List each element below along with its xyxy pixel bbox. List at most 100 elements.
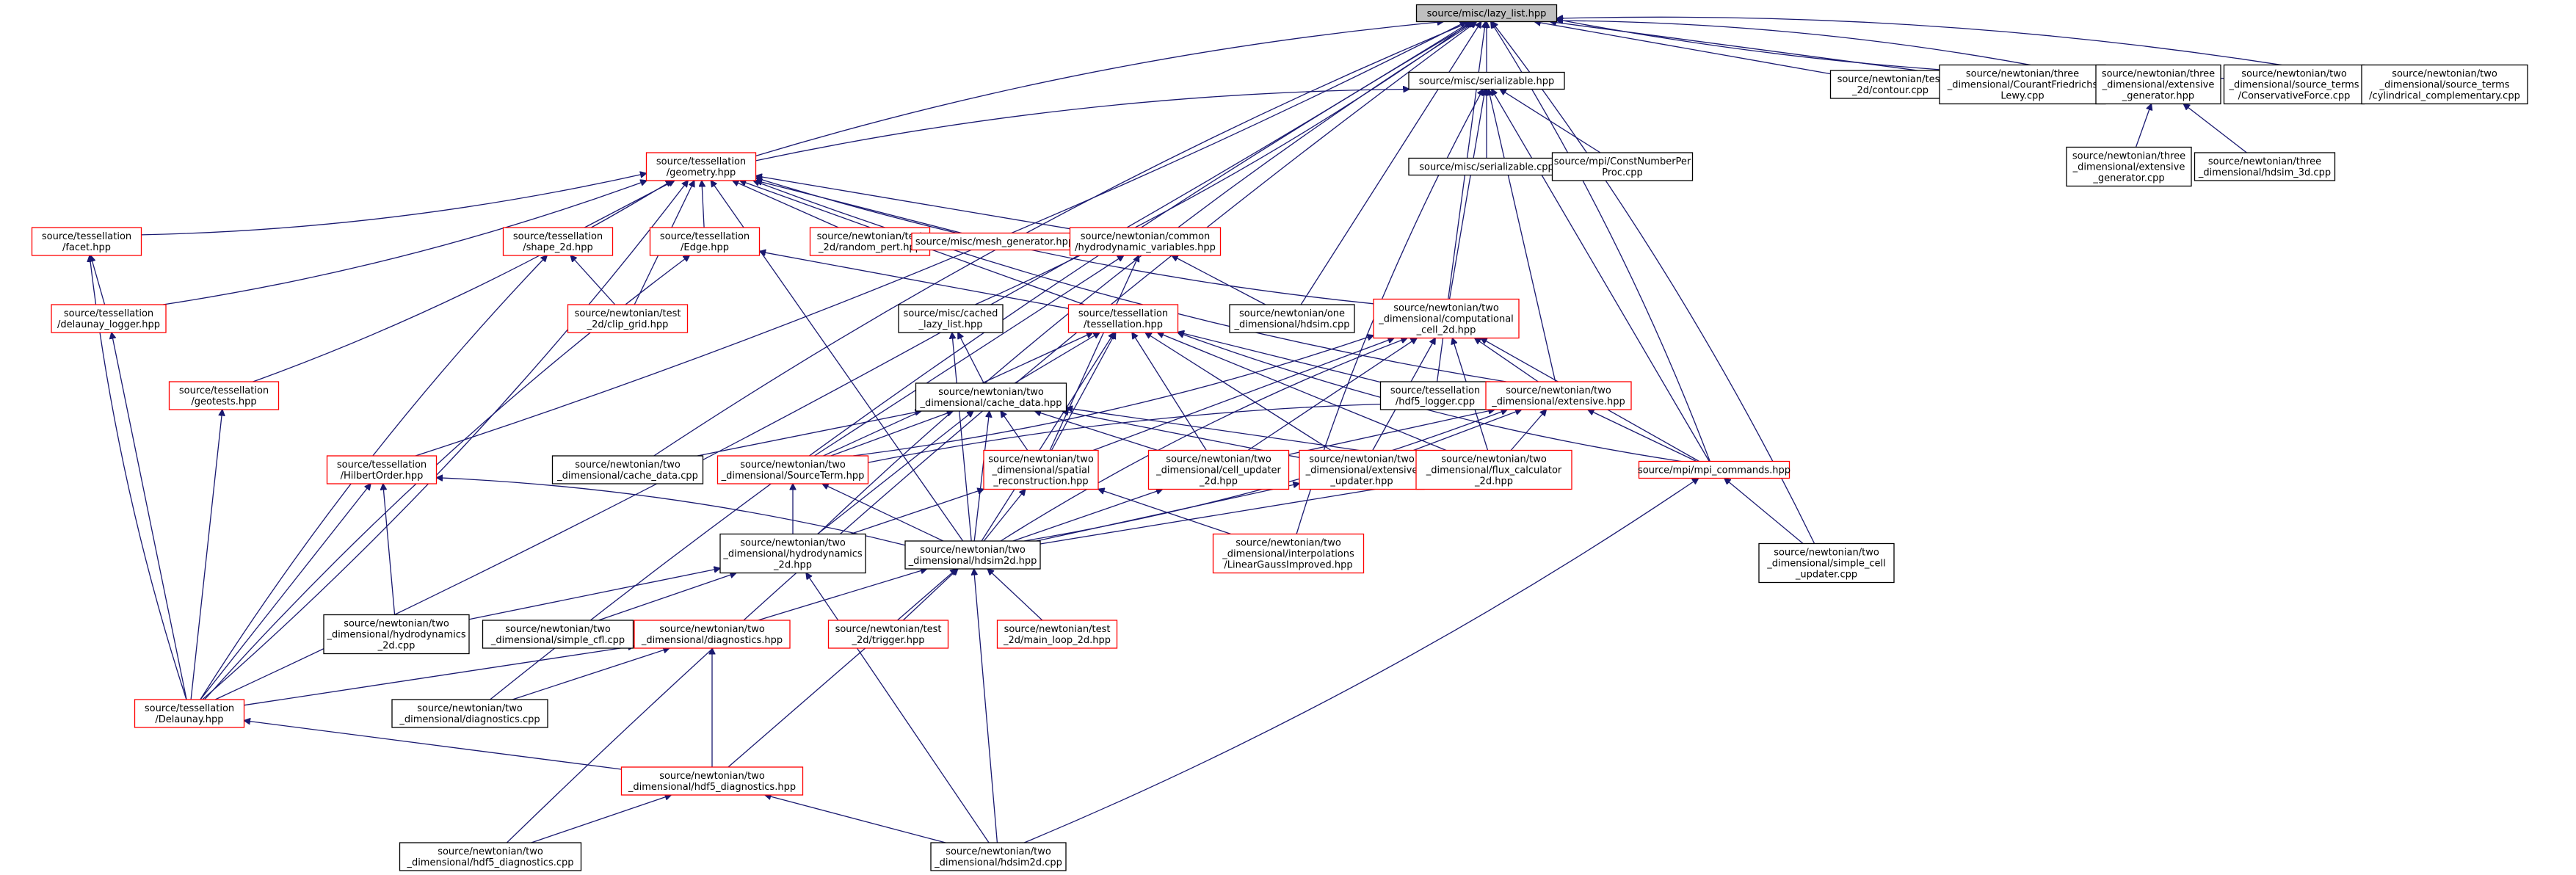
node-courant[interactable]: source/newtonian/three_dimensional/Coura… bbox=[1939, 64, 2106, 105]
node-trigger[interactable]: source/newtonian/test_2d/trigger.hpp bbox=[827, 620, 949, 649]
node-box[interactable] bbox=[326, 455, 438, 484]
node-box[interactable] bbox=[1229, 304, 1355, 333]
node-comp_cell[interactable]: source/newtonian/two_dimensional/computa… bbox=[1373, 298, 1520, 339]
node-source_term[interactable]: source/newtonian/two_dimensional/SourceT… bbox=[716, 455, 869, 484]
node-box[interactable] bbox=[1939, 64, 2106, 105]
node-box[interactable] bbox=[1638, 460, 1790, 479]
node-box[interactable] bbox=[898, 304, 1004, 333]
node-hdf5_logger[interactable]: source/tessellation/hdf5_logger.cpp bbox=[1379, 381, 1491, 410]
node-cell_updater[interactable]: source/newtonian/two_dimensional/cell_up… bbox=[1147, 449, 1290, 490]
node-serializable_cpp[interactable]: source/misc/serializable.cpp bbox=[1408, 157, 1565, 176]
node-mpi_commands[interactable]: source/mpi/mpi_commands.hpp bbox=[1638, 460, 1790, 479]
node-cache_data_hpp[interactable]: source/newtonian/two_dimensional/cache_d… bbox=[915, 382, 1067, 412]
node-box[interactable] bbox=[645, 152, 757, 181]
node-ext_gen_cpp[interactable]: source/newtonian/three_dimensional/exten… bbox=[2066, 146, 2192, 187]
node-extensive_hpp[interactable]: source/newtonian/two_dimensional/extensi… bbox=[1485, 381, 1632, 410]
node-box[interactable] bbox=[719, 533, 866, 574]
node-box[interactable] bbox=[620, 766, 804, 796]
node-serializable_hpp[interactable]: source/misc/serializable.hpp bbox=[1408, 71, 1565, 90]
node-box[interactable] bbox=[2223, 64, 2365, 105]
node-delaunay[interactable]: source/tessellation/Delaunay.hpp bbox=[134, 699, 245, 728]
node-box[interactable] bbox=[1829, 70, 1951, 99]
node-box[interactable] bbox=[996, 620, 1118, 649]
node-box[interactable] bbox=[809, 227, 931, 256]
node-box[interactable] bbox=[827, 620, 949, 649]
node-hdsim_1d[interactable]: source/newtonian/one_dimensional/hdsim.c… bbox=[1229, 304, 1355, 333]
node-box[interactable] bbox=[1485, 381, 1632, 410]
node-box[interactable] bbox=[1147, 449, 1290, 490]
node-tessellation[interactable]: source/tessellation/tessellation.hpp bbox=[1067, 304, 1179, 333]
node-box[interactable] bbox=[1758, 542, 1895, 584]
node-box[interactable] bbox=[2095, 64, 2221, 105]
node-box[interactable] bbox=[649, 227, 761, 256]
node-box[interactable] bbox=[482, 620, 634, 649]
node-cached_lazy[interactable]: source/misc/cached_lazy_list.hpp bbox=[898, 304, 1004, 333]
node-spatial_recon[interactable]: source/newtonian/two_dimensional/spatial… bbox=[983, 449, 1099, 490]
node-box[interactable] bbox=[168, 381, 280, 410]
node-delaunay_logger[interactable]: source/tessellation/delaunay_logger.hpp bbox=[51, 304, 167, 333]
node-box[interactable] bbox=[502, 227, 614, 256]
node-box[interactable] bbox=[1069, 227, 1222, 256]
node-box[interactable] bbox=[2194, 152, 2336, 181]
node-box[interactable] bbox=[983, 449, 1099, 490]
node-simple_cfl[interactable]: source/newtonian/two_dimensional/simple_… bbox=[482, 620, 634, 649]
node-hilbert[interactable]: source/tessellation/HilbertOrder.hpp bbox=[326, 455, 438, 484]
node-mesh_gen[interactable]: source/misc/mesh_generator.hpp bbox=[911, 232, 1078, 251]
node-box[interactable] bbox=[51, 304, 167, 333]
node-box[interactable] bbox=[716, 455, 869, 484]
node-box[interactable] bbox=[134, 699, 245, 728]
node-facet[interactable]: source/tessellation/facet.hpp bbox=[31, 227, 142, 256]
node-box[interactable] bbox=[930, 842, 1067, 871]
node-hdsim2d_cpp[interactable]: source/newtonian/two_dimensional/hdsim2d… bbox=[930, 842, 1067, 871]
node-box[interactable] bbox=[31, 227, 142, 256]
node-cache_data_cpp[interactable]: source/newtonian/two_dimensional/cache_d… bbox=[551, 455, 704, 484]
node-box[interactable] bbox=[1212, 533, 1365, 574]
node-geometry[interactable]: source/tessellation/geometry.hpp bbox=[645, 152, 757, 181]
node-main_loop[interactable]: source/newtonian/test_2d/main_loop_2d.hp… bbox=[996, 620, 1118, 649]
node-box[interactable] bbox=[1415, 4, 1558, 23]
node-hdsim2d_hpp[interactable]: source/newtonian/two_dimensional/hdsim2d… bbox=[904, 540, 1041, 570]
node-diagnostics_hpp[interactable]: source/newtonian/two_dimensional/diagnos… bbox=[634, 620, 791, 649]
edge-flux_calc-to-tessellation bbox=[1158, 333, 1447, 451]
node-box[interactable] bbox=[551, 455, 704, 484]
node-geotests[interactable]: source/tessellation/geotests.hpp bbox=[168, 381, 280, 410]
node-contour[interactable]: source/newtonian/test_2d/contour.cpp bbox=[1829, 70, 1951, 99]
node-random_pert[interactable]: source/newtonian/test_2d/random_pert.hpp bbox=[809, 227, 931, 256]
node-simple_cell[interactable]: source/newtonian/two_dimensional/simple_… bbox=[1758, 542, 1895, 584]
node-hdf5_diag_hpp[interactable]: source/newtonian/two_dimensional/hdf5_di… bbox=[620, 766, 804, 796]
node-hydro_vars[interactable]: source/newtonian/common/hydrodynamic_var… bbox=[1069, 227, 1222, 256]
node-flux_calc[interactable]: source/newtonian/two_dimensional/flux_ca… bbox=[1415, 449, 1572, 490]
node-box[interactable] bbox=[1067, 304, 1179, 333]
node-box[interactable] bbox=[399, 842, 582, 871]
node-hdsim_3d[interactable]: source/newtonian/three_dimensional/hdsim… bbox=[2194, 152, 2336, 181]
node-hydro_2d_cpp[interactable]: source/newtonian/two_dimensional/hydrody… bbox=[323, 614, 470, 655]
node-box[interactable] bbox=[634, 620, 791, 649]
node-clip_grid[interactable]: source/newtonian/test_2d/clip_grid.hpp bbox=[567, 304, 689, 333]
node-box[interactable] bbox=[1408, 71, 1565, 90]
node-box[interactable] bbox=[323, 614, 470, 655]
node-hdf5_diag_cpp[interactable]: source/newtonian/two_dimensional/hdf5_di… bbox=[399, 842, 582, 871]
node-box[interactable] bbox=[915, 382, 1067, 412]
node-box[interactable] bbox=[1551, 152, 1694, 181]
edge-diagnostics_cpp-to-diagnostics_hpp bbox=[512, 648, 670, 700]
node-lin_gauss[interactable]: source/newtonian/two_dimensional/interpo… bbox=[1212, 533, 1365, 574]
node-box[interactable] bbox=[1379, 381, 1491, 410]
node-box[interactable] bbox=[2361, 64, 2528, 105]
node-box[interactable] bbox=[1415, 449, 1572, 490]
node-shape_2d[interactable]: source/tessellation/shape_2d.hpp bbox=[502, 227, 614, 256]
node-box[interactable] bbox=[391, 699, 548, 728]
node-box[interactable] bbox=[2066, 146, 2192, 187]
node-ext_updater[interactable]: source/newtonian/two_dimensional/extensi… bbox=[1299, 449, 1425, 490]
node-cons_force[interactable]: source/newtonian/two_dimensional/source_… bbox=[2223, 64, 2365, 105]
node-hydro_2d_hpp[interactable]: source/newtonian/two_dimensional/hydrody… bbox=[719, 533, 866, 574]
node-box[interactable] bbox=[1299, 449, 1425, 490]
node-box[interactable] bbox=[904, 540, 1041, 570]
node-lazy_list[interactable]: source/misc/lazy_list.hpp bbox=[1415, 4, 1558, 23]
node-box[interactable] bbox=[567, 304, 689, 333]
node-diagnostics_cpp[interactable]: source/newtonian/two_dimensional/diagnos… bbox=[391, 699, 548, 728]
node-ext_gen_hpp[interactable]: source/newtonian/three_dimensional/exten… bbox=[2095, 64, 2221, 105]
node-box[interactable] bbox=[1373, 298, 1520, 339]
node-cyl_comp[interactable]: source/newtonian/two_dimensional/source_… bbox=[2361, 64, 2528, 105]
node-edge_hpp[interactable]: source/tessellation/Edge.hpp bbox=[649, 227, 761, 256]
